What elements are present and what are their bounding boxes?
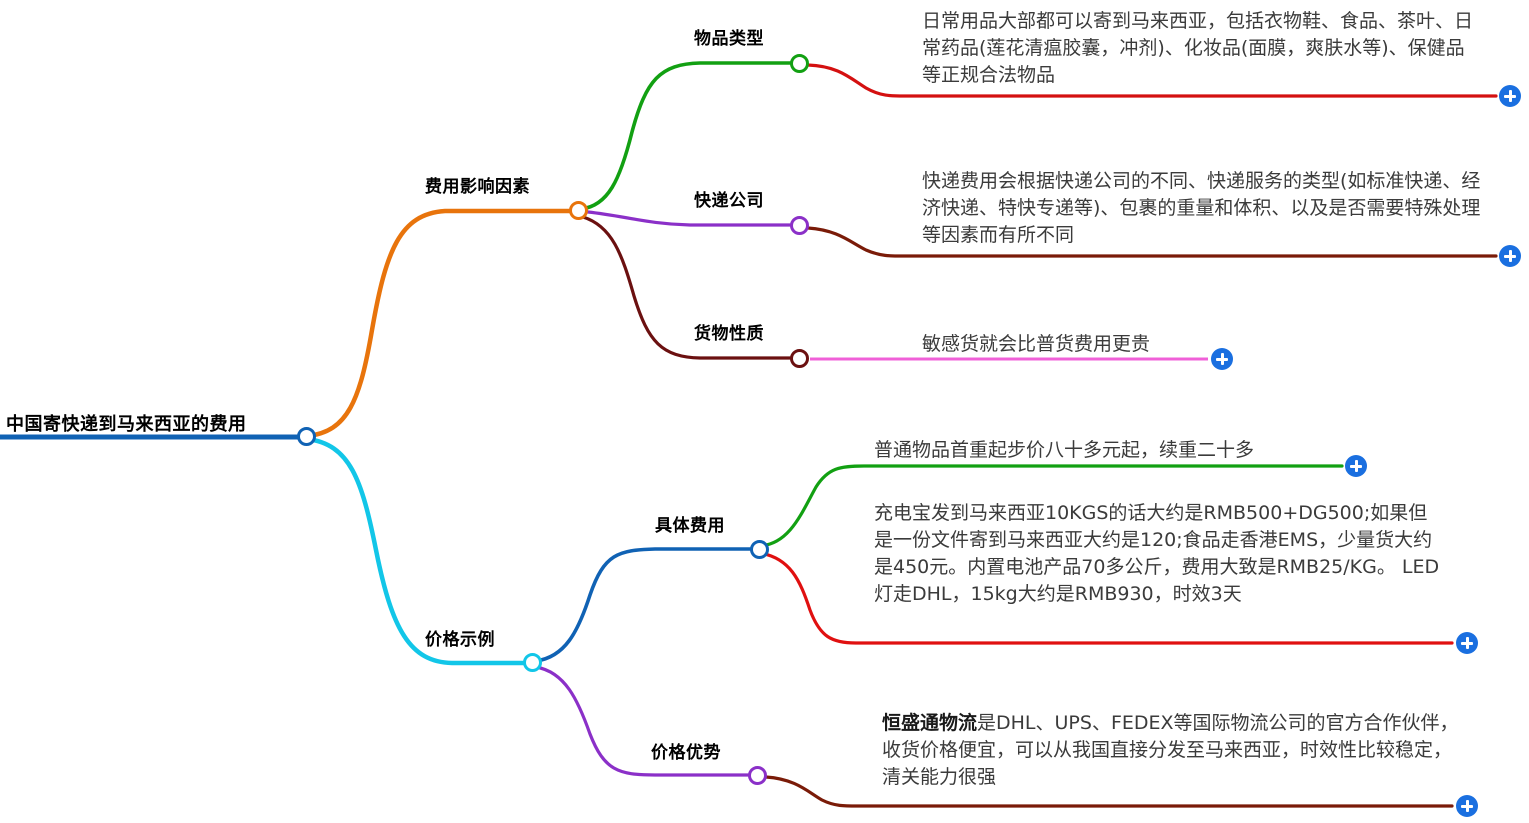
leaf-text-specific-cost-1: 普通物品首重起步价八十多元起，续重二十多 — [874, 439, 1255, 461]
leaf-text-price-advantage: 恒盛通物流是DHL、UPS、FEDEX等国际物流公司的官方合作伙伴，收货价格便宜… — [882, 710, 1462, 791]
node-item-type[interactable]: 物品类型 — [694, 29, 764, 48]
node-dot-item-type[interactable] — [790, 54, 809, 73]
node-price-advantage[interactable]: 价格优势 — [651, 743, 721, 762]
wire-price-examples-to-specific-cost — [534, 547, 754, 663]
root-node-dot[interactable] — [297, 427, 316, 446]
node-specific-cost[interactable]: 具体费用 — [655, 516, 725, 535]
node-dot-price-advantage[interactable] — [748, 766, 767, 785]
wire-root-to-fee-factors — [304, 208, 581, 439]
expand-button-specific-cost-1[interactable] — [1345, 455, 1367, 477]
wire-fee-factors-to-courier-company — [586, 210, 792, 227]
root-node-label[interactable]: 中国寄快递到马来西亚的费用 — [6, 414, 247, 434]
wire-fee-factors-to-item-type — [579, 61, 802, 211]
branch-node-price-examples[interactable]: 价格示例 — [425, 630, 495, 649]
node-courier-company[interactable]: 快递公司 — [694, 191, 764, 210]
wire-root-to-price-examples — [304, 436, 535, 666]
node-dot-courier-company[interactable] — [790, 216, 809, 235]
leaf-text-courier-company: 快递费用会根据快递公司的不同、快递服务的类型(如标准快递、经济快递、特快专递等)… — [922, 170, 1481, 246]
expand-button-cargo-nature[interactable] — [1211, 348, 1233, 370]
expand-button-price-advantage[interactable] — [1456, 795, 1478, 817]
leaf-text-specific-cost-2: 充电宝发到马来西亚10KGS的话大约是RMB500+DG500;如果但是一份文件… — [874, 502, 1440, 605]
branch-node-dot-fee-factors[interactable] — [569, 201, 588, 220]
leaf-text-item-type: 日常用品大部都可以寄到马来西亚，包括衣物鞋、食品、茶叶、日常药品(莲花清瘟胶囊，… — [922, 10, 1474, 86]
expand-button-specific-cost-2[interactable] — [1456, 632, 1478, 654]
leaf-text-price-advantage-emphasis: 恒盛通物流 — [882, 712, 978, 734]
node-dot-specific-cost[interactable] — [750, 540, 769, 559]
branch-node-dot-price-examples[interactable] — [523, 653, 542, 672]
leaf-text-cargo-nature: 敏感货就会比普货费用更贵 — [922, 333, 1151, 355]
expand-button-courier-company[interactable] — [1499, 245, 1521, 267]
branch-node-fee-factors[interactable]: 费用影响因素 — [425, 177, 530, 196]
expand-button-item-type[interactable] — [1499, 85, 1521, 107]
node-cargo-nature[interactable]: 货物性质 — [694, 324, 764, 343]
node-dot-cargo-nature[interactable] — [790, 349, 809, 368]
